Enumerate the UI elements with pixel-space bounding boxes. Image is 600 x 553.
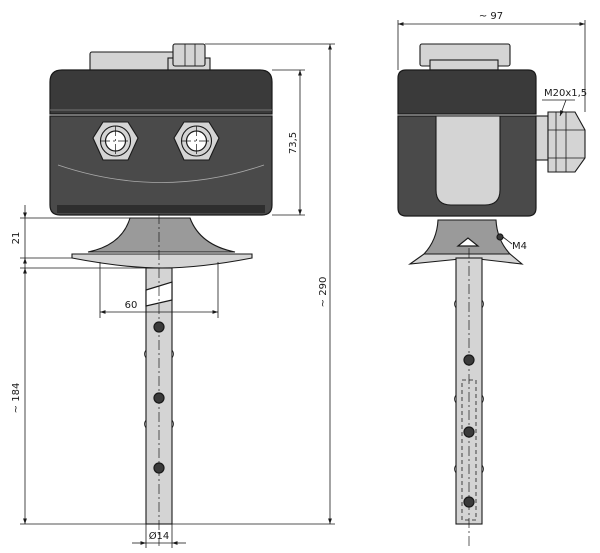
dim-flange-diameter: 60 xyxy=(125,300,138,311)
dim-probe-length: ~ 184 xyxy=(11,383,22,414)
label-screw: M4 xyxy=(512,241,527,252)
side-cable-gland xyxy=(535,111,586,173)
housing-lid xyxy=(49,69,273,115)
side-view: M20x1,5 ~ 97 M4 xyxy=(397,11,587,546)
dim-width-side: ~ 97 xyxy=(479,11,503,22)
dim-probe-diameter: Ø14 xyxy=(149,530,170,542)
cable-gland-left xyxy=(92,121,139,161)
flange-plate xyxy=(71,253,253,269)
flange-neck xyxy=(87,217,236,253)
side-housing-lid xyxy=(397,69,537,115)
top-cap xyxy=(172,43,206,67)
label-thread: M20x1,5 xyxy=(544,88,587,99)
probe-side xyxy=(454,248,484,546)
side-recess xyxy=(435,115,501,206)
dim-total-length: ~ 290 xyxy=(318,277,329,308)
front-view: 73,5 ~ 290 21 ~ 184 60 Ø14 xyxy=(11,43,335,548)
housing-body xyxy=(49,115,273,216)
lid-latch xyxy=(89,51,176,73)
dim-housing-height: 73,5 xyxy=(288,132,299,154)
cable-gland-right xyxy=(173,121,220,161)
dim-flange-height: 21 xyxy=(11,232,22,245)
